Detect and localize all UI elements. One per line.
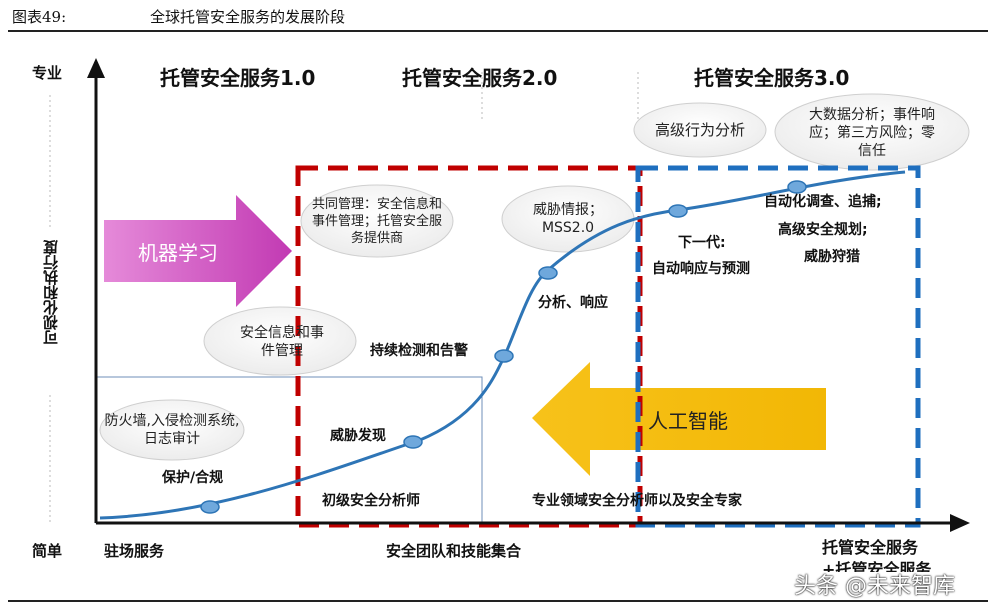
growth-curve xyxy=(99,170,906,520)
expert-label: 专业领域安全分析师以及安全专家 xyxy=(532,493,742,509)
figure-number: 图表49: xyxy=(12,8,67,26)
y-axis-arrowhead xyxy=(87,58,105,78)
protect-label: 保护/合规 xyxy=(162,470,224,486)
oval-siem-text: 安全信息和事件管理 xyxy=(240,325,324,359)
curve-dot-5 xyxy=(668,204,688,218)
oval-co-manage xyxy=(300,184,454,258)
curve-dot-3 xyxy=(494,349,514,363)
oval-firewall xyxy=(99,399,245,461)
next-gen-label-2: 自动响应与预测 xyxy=(652,261,750,277)
oval-behavior-text: 高级行为分析 xyxy=(654,121,745,139)
oval-firewall-text: 防火墙,入侵检测系统, 日志审计 xyxy=(104,413,240,447)
bottom-rule xyxy=(8,600,988,602)
oval-bigdata-text: 大数据分析；事件响应；第三方风险；零信任 xyxy=(809,107,935,159)
stage3-blue-box xyxy=(635,165,921,528)
ai-arrow xyxy=(532,362,826,476)
machine-learning-arrow xyxy=(104,195,292,307)
curve-dot-1 xyxy=(200,500,220,514)
curve-dot-2 xyxy=(403,435,423,449)
oval-threat-intel-text: 威胁情报；MSS2.0 xyxy=(533,202,603,236)
figure-caption: 图表49: 全球托管安全服务的发展阶段 xyxy=(12,6,987,28)
oval-siem xyxy=(203,306,357,376)
y-axis-top-label: 专业 xyxy=(32,64,63,82)
header-stage-3: 托管安全服务3.0 xyxy=(694,66,850,90)
y-axis-title: 可视化和执行度 xyxy=(42,240,60,345)
header-stage-1: 托管安全服务1.0 xyxy=(160,66,316,90)
watermark: 头条 @未来智库 xyxy=(794,574,955,599)
y-axis-bottom-label: 简单 xyxy=(32,542,63,560)
x-axis-right-label-2: +托管安全服务 xyxy=(822,560,932,572)
machine-learning-label: 机器学习 xyxy=(138,241,218,265)
automation-label-2: 高级安全规划; xyxy=(778,222,868,238)
oval-co-manage-text: 共同管理：安全信息和事件管理；托管安全服务提供商 xyxy=(312,197,443,246)
ai-label: 人工智能 xyxy=(648,409,728,433)
oval-bigdata xyxy=(774,93,970,171)
top-rule xyxy=(8,30,988,32)
x-axis-right-label-1: 托管安全服务 xyxy=(822,538,919,557)
curve-dot-6 xyxy=(787,180,807,194)
threat-discovery-label: 威胁发现 xyxy=(330,428,386,444)
x-axis-center-label: 安全团队和技能集合 xyxy=(386,542,522,560)
analysis-response-label: 分析、响应 xyxy=(538,295,608,311)
x-axis-arrowhead xyxy=(950,514,970,532)
oval-behavior xyxy=(633,102,767,158)
header-stage-2: 托管安全服务2.0 xyxy=(402,66,558,90)
junior-analyst-label: 初级安全分析师 xyxy=(322,493,420,509)
automation-label-3: 威胁狩猎 xyxy=(804,249,860,265)
automation-label-1: 自动化调查、追捕; xyxy=(764,194,882,210)
next-gen-label-1: 下一代: xyxy=(678,235,726,251)
curve-dot-4 xyxy=(538,266,558,280)
x-axis-left-label: 驻场服务 xyxy=(104,542,165,560)
continuous-detection-label: 持续检测和告警 xyxy=(370,343,468,359)
figure-title: 全球托管安全服务的发展阶段 xyxy=(150,8,346,26)
